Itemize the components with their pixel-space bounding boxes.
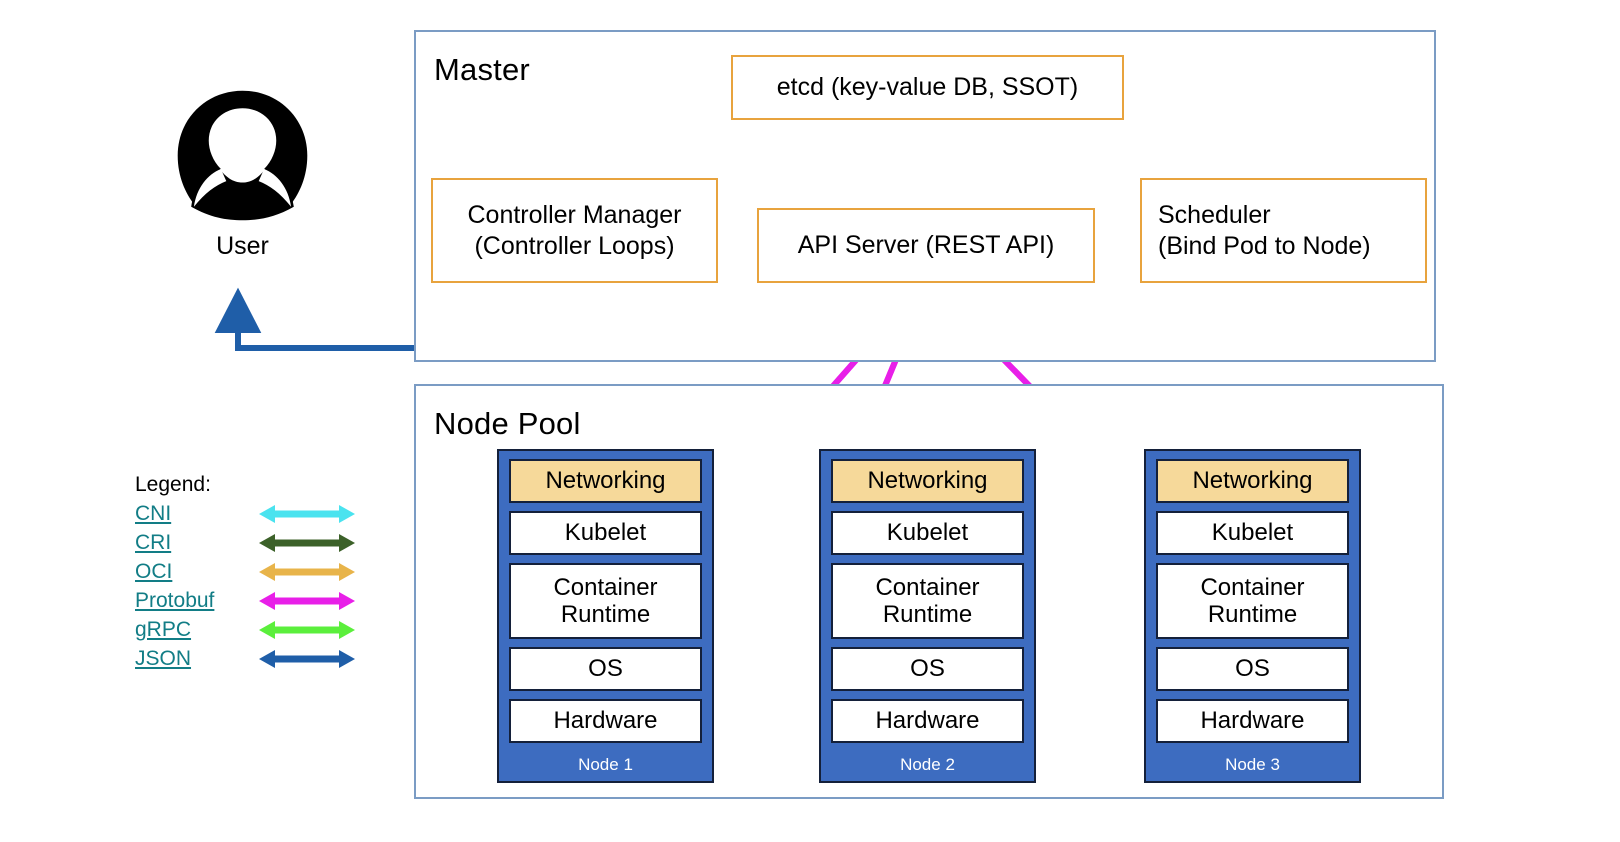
node-2-kubelet[interactable]: Kubelet: [831, 511, 1024, 555]
user-label: User: [216, 232, 269, 260]
legend-row-cni[interactable]: CNI: [135, 499, 359, 528]
controller-manager-line2: (Controller Loops): [474, 231, 675, 260]
legend-label-cri[interactable]: CRI: [135, 530, 172, 554]
node-3-container-runtime-line2: Runtime: [1207, 601, 1298, 628]
scheduler-line2: (Bind Pod to Node): [1158, 231, 1371, 260]
legend-row-json[interactable]: JSON: [135, 644, 359, 673]
node-2-container-runtime-line1: Container: [875, 573, 980, 601]
legend-title: Legend:: [135, 473, 211, 496]
node-2-hardware[interactable]: Hardware: [831, 699, 1024, 743]
etcd-box[interactable]: etcd (key-value DB, SSOT): [731, 55, 1124, 120]
legend-arrow-oci: [259, 562, 355, 581]
api-server-box[interactable]: API Server (REST API): [757, 208, 1095, 283]
node-1-container-runtime[interactable]: Container Runtime: [509, 563, 702, 639]
node-1-container-runtime-line2: Runtime: [560, 601, 651, 628]
controller-manager-line1: Controller Manager: [467, 201, 682, 229]
node-3-hardware[interactable]: Hardware: [1156, 699, 1349, 743]
scheduler-line1: Scheduler: [1158, 201, 1271, 229]
node-2-networking[interactable]: Networking: [831, 459, 1024, 503]
legend-row-grpc[interactable]: gRPC: [135, 615, 359, 644]
node-1-networking[interactable]: Networking: [509, 459, 702, 503]
legend-label-oci[interactable]: OCI: [135, 559, 173, 583]
node-3-caption: Node 3: [1225, 755, 1280, 774]
scheduler-box[interactable]: Scheduler (Bind Pod to Node): [1140, 178, 1427, 283]
node-3-kubelet[interactable]: Kubelet: [1156, 511, 1349, 555]
node-3-container-runtime[interactable]: Container Runtime: [1156, 563, 1349, 639]
legend: Legend: CNI CRI OCI Protobuf: [135, 473, 359, 673]
master-panel-title: Master: [434, 52, 530, 87]
node-stack-2[interactable]: Networking Kubelet Container Runtime OS …: [819, 449, 1036, 783]
node-3-os[interactable]: OS: [1156, 647, 1349, 691]
node-3-networking[interactable]: Networking: [1156, 459, 1349, 503]
node-1-kubelet[interactable]: Kubelet: [509, 511, 702, 555]
node-2-container-runtime-line2: Runtime: [882, 601, 973, 628]
node-3-container-runtime-line1: Container: [1200, 573, 1305, 601]
node-1-os[interactable]: OS: [509, 647, 702, 691]
legend-label-protobuf[interactable]: Protobuf: [135, 588, 215, 612]
legend-label-json[interactable]: JSON: [135, 646, 192, 670]
user-avatar-icon: [177, 90, 308, 221]
legend-label-cni[interactable]: CNI: [135, 501, 172, 525]
legend-arrow-grpc: [259, 620, 355, 639]
legend-arrow-protobuf: [259, 591, 355, 610]
legend-row-oci[interactable]: OCI: [135, 557, 359, 586]
legend-row-cri[interactable]: CRI: [135, 528, 359, 557]
node-1-caption: Node 1: [578, 755, 633, 774]
node-2-container-runtime[interactable]: Container Runtime: [831, 563, 1024, 639]
node-stack-1[interactable]: Networking Kubelet Container Runtime OS …: [497, 449, 714, 783]
node-1-hardware[interactable]: Hardware: [509, 699, 702, 743]
node-2-os[interactable]: OS: [831, 647, 1024, 691]
node-1-container-runtime-line1: Container: [553, 573, 658, 601]
legend-arrow-cri: [259, 533, 355, 552]
node-stack-3[interactable]: Networking Kubelet Container Runtime OS …: [1144, 449, 1361, 783]
legend-label-grpc[interactable]: gRPC: [135, 617, 192, 641]
legend-arrow-cni: [259, 504, 355, 523]
user-figure[interactable]: User: [175, 88, 310, 261]
controller-manager-box[interactable]: Controller Manager (Controller Loops): [431, 178, 718, 283]
node-2-caption: Node 2: [900, 755, 955, 774]
node-pool-panel-title: Node Pool: [434, 406, 581, 441]
legend-row-protobuf[interactable]: Protobuf: [135, 586, 359, 615]
legend-arrow-json: [259, 649, 355, 668]
